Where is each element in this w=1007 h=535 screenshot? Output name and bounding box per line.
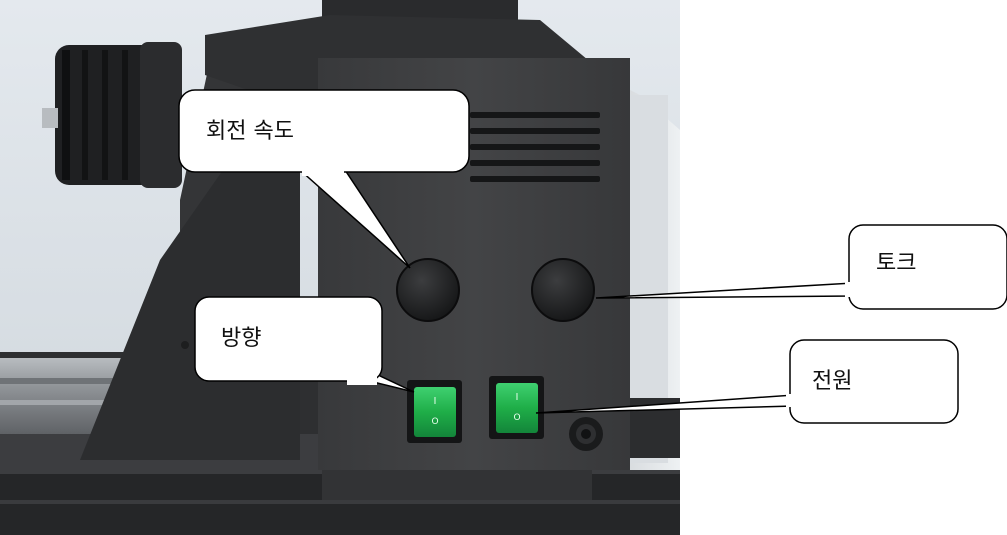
- screw: [181, 341, 189, 349]
- direction-switch-on-mark: I: [434, 396, 437, 407]
- callout-torque-label: 토크: [876, 251, 916, 276]
- callout-direction-label: 방향: [221, 326, 261, 351]
- power-switch-on-mark: I: [516, 392, 519, 403]
- cable-gland: [569, 417, 603, 451]
- callout-power: 전원: [535, 339, 959, 424]
- panel-bottom: [322, 470, 592, 500]
- callout-rotation-speed: 회전 속도: [178, 89, 470, 269]
- power-switch-off-mark: O: [513, 413, 520, 423]
- callout-torque: 토크: [595, 224, 1007, 310]
- direction-switch[interactable]: I O: [407, 380, 462, 443]
- torque-knob[interactable]: [531, 258, 595, 322]
- speed-knob[interactable]: [396, 258, 460, 322]
- callout-rotation-speed-label: 회전 속도: [206, 119, 294, 144]
- callout-power-label: 전원: [812, 369, 852, 394]
- spool: [42, 42, 182, 188]
- direction-switch-off-mark: O: [431, 417, 438, 427]
- power-switch[interactable]: I O: [489, 376, 544, 439]
- vent-grille: [470, 112, 600, 182]
- callout-direction: 방향: [194, 296, 415, 393]
